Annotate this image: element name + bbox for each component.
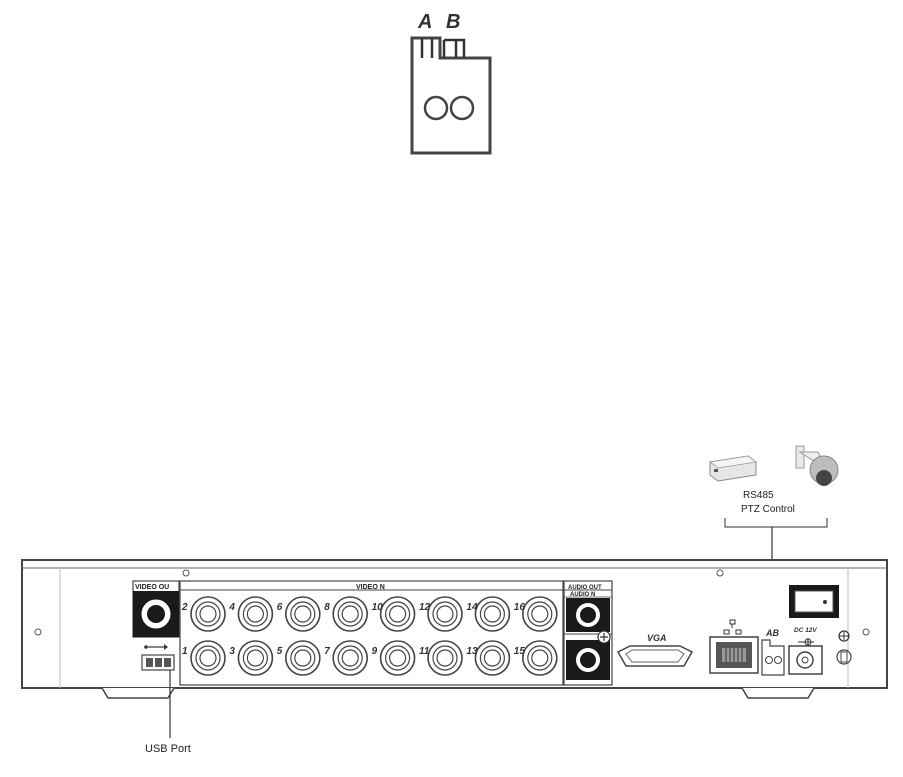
bnc-video-in-port[interactable]	[521, 596, 558, 632]
usb-port-callout: USB Port	[145, 743, 191, 755]
bnc-video-in-port[interactable]	[332, 640, 369, 676]
bnc-video-in-port[interactable]	[379, 640, 416, 676]
ptz-bracket	[724, 518, 828, 528]
dc-12v-label: DC 12V	[794, 627, 817, 634]
bnc-channel-number: 2	[181, 602, 188, 613]
connector-body	[410, 36, 492, 155]
ground-icon	[838, 630, 850, 642]
video-in-frame	[179, 580, 564, 686]
bnc-channel-number: 10	[372, 602, 384, 613]
ab-terminal-label: AB	[765, 628, 779, 638]
bnc-channel-number: 16	[514, 602, 526, 613]
bnc-channel-number: 14	[466, 602, 478, 613]
video-in-label: VIDEO N	[356, 584, 385, 591]
bnc-video-in-port[interactable]	[284, 596, 321, 632]
ptz-control-label: PTZ Control	[741, 504, 795, 515]
bnc-channel-number: 15	[514, 646, 526, 657]
usb-port[interactable]	[141, 654, 175, 671]
bnc-channel-number: 8	[324, 602, 330, 613]
video-out-label: VIDEO OU	[135, 584, 169, 591]
bnc-video-in-port[interactable]	[521, 640, 558, 676]
bnc-video-in-port[interactable]	[427, 596, 463, 632]
dc-polarity-icon	[798, 638, 814, 646]
connector-screw-b	[449, 95, 475, 121]
audio-out-label: AUDIO OUT	[568, 585, 602, 591]
bnc-video-in-port[interactable]	[237, 640, 274, 676]
power-switch[interactable]	[789, 585, 839, 618]
fuse-holder	[836, 649, 852, 665]
bnc-channel-number: 5	[277, 646, 283, 657]
bnc-video-in-port[interactable]	[284, 640, 321, 676]
bnc-channel-number: 12	[419, 602, 431, 613]
bnc-channel-number: 4	[228, 602, 235, 613]
ethernet-port[interactable]	[709, 636, 759, 674]
bnc-video-in-port[interactable]	[237, 596, 274, 632]
connector-screw-a	[423, 95, 449, 121]
decoder-box-icon	[709, 455, 757, 482]
bnc-channel-number: 13	[466, 646, 478, 657]
network-icon	[723, 619, 742, 635]
bnc-video-in-port[interactable]	[427, 640, 463, 676]
audio-ports	[563, 580, 613, 686]
vga-label: VGA	[647, 633, 667, 643]
vga-port[interactable]	[616, 645, 694, 667]
rs485-terminal[interactable]	[761, 639, 785, 676]
dc-power-port[interactable]	[788, 645, 823, 675]
bnc-video-in-port[interactable]	[190, 640, 226, 676]
connector-pins	[420, 38, 466, 58]
ab-connector-enlarged: A B	[410, 11, 492, 155]
bnc-video-in-port[interactable]	[332, 596, 369, 632]
bnc-channel-number: 11	[419, 646, 430, 657]
bnc-channel-number: 7	[324, 646, 330, 657]
connector-label-b: B	[446, 11, 460, 33]
bnc-channel-number: 1	[182, 646, 188, 657]
bnc-video-in-port[interactable]	[474, 596, 511, 632]
usb-icon	[144, 644, 168, 650]
connector-label-a: A	[417, 11, 432, 33]
rs485-label: RS485	[743, 490, 774, 501]
bnc-video-in-port[interactable]	[190, 596, 226, 632]
audio-in-label: AUDIO N	[570, 592, 595, 598]
ptz-camera-icon	[795, 445, 839, 486]
bnc-video-in-port[interactable]	[474, 640, 511, 676]
bnc-channel-number: 6	[277, 602, 283, 613]
bnc-channel-number: 3	[229, 646, 235, 657]
video-out-port[interactable]	[132, 580, 180, 638]
bnc-video-in-port[interactable]	[379, 596, 416, 632]
bnc-channel-number: 9	[372, 646, 378, 657]
